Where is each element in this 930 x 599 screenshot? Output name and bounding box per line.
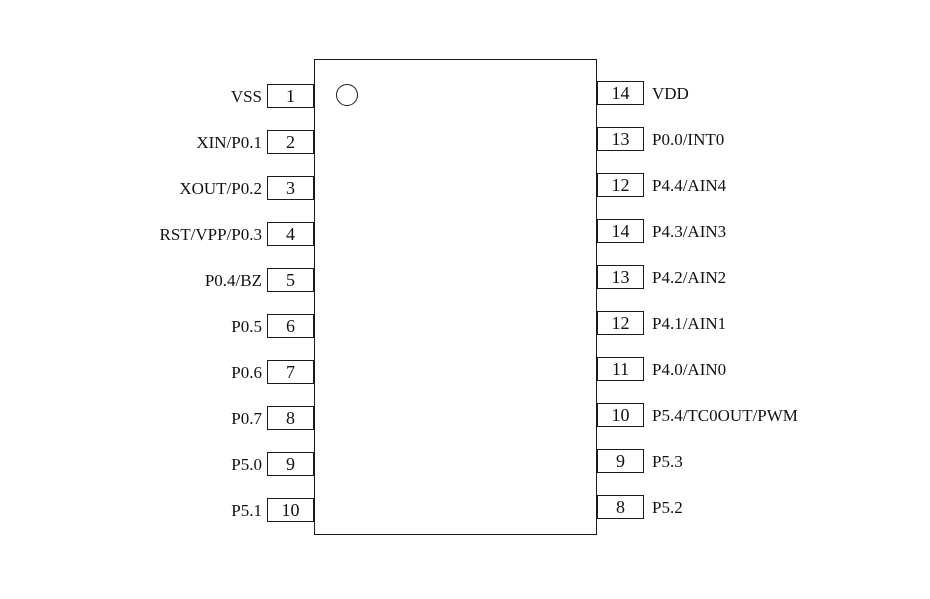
pin-number-box: 8: [267, 406, 314, 430]
pin-number-box: 12: [597, 173, 644, 197]
pin-label: P4.4/AIN4: [652, 175, 727, 195]
pin-number-box: 4: [267, 222, 314, 246]
pin-label: XOUT/P0.2: [179, 178, 262, 198]
pin-label: P5.1: [231, 500, 262, 520]
pin-number-box: 9: [597, 449, 644, 473]
pin1-indicator-icon: [336, 84, 358, 106]
pin-label: XIN/P0.1: [196, 132, 262, 152]
pin-number: 14: [611, 221, 630, 241]
pin-number-box: 9: [267, 452, 314, 476]
pin-row-right-4: 14 P4.3/AIN3: [597, 219, 726, 243]
pin-number: 14: [611, 83, 630, 103]
pin-row-left-8: P0.7 8: [0, 406, 314, 430]
pin-number: 8: [286, 408, 295, 428]
pin-label: P4.0/AIN0: [652, 359, 727, 379]
pin-row-left-1: VSS 1: [0, 84, 314, 108]
pin-row-left-5: P0.4/BZ 5: [0, 268, 314, 292]
pin-number: 6: [286, 316, 295, 336]
pin-row-right-1: 14 VDD: [597, 81, 689, 105]
pin-label: P5.3: [652, 451, 683, 471]
pin-number-box: 3: [267, 176, 314, 200]
pin-number-box: 13: [597, 127, 644, 151]
chip-body: [314, 59, 597, 535]
pin-row-right-6: 12 P4.1/AIN1: [597, 311, 726, 335]
pin-number-box: 12: [597, 311, 644, 335]
pin-row-right-5: 13 P4.2/AIN2: [597, 265, 726, 289]
pin-number-box: 2: [267, 130, 314, 154]
pin-label: P4.3/AIN3: [652, 221, 727, 241]
pin-row-right-10: 8 P5.2: [597, 495, 683, 519]
pin-label: P0.4/BZ: [204, 270, 262, 290]
pin-label: P5.2: [652, 497, 683, 517]
pin-number-box: 14: [597, 81, 644, 105]
pin-number-box: 5: [267, 268, 314, 292]
pin-number: 10: [611, 405, 630, 425]
pin-number: 9: [286, 454, 295, 474]
pin-number: 9: [616, 451, 625, 471]
pin-row-right-8: 10 P5.4/TC0OUT/PWM: [597, 403, 798, 427]
pin-row-left-4: RST/VPP/P0.3 4: [0, 222, 314, 246]
pin-row-right-9: 9 P5.3: [597, 449, 683, 473]
pin-number-box: 7: [267, 360, 314, 384]
pin-label: VSS: [230, 86, 262, 106]
pin-row-right-7: 11 P4.0/AIN0: [597, 357, 726, 381]
pin-label: P0.7: [231, 408, 262, 428]
pin-label: RST/VPP/P0.3: [159, 224, 262, 244]
pin-number: 11: [611, 359, 630, 379]
pin-label: P5.4/TC0OUT/PWM: [652, 405, 798, 425]
pin-number: 1: [286, 86, 295, 106]
pin-number-box: 13: [597, 265, 644, 289]
pin-row-left-9: P5.0 9: [0, 452, 314, 476]
pin-row-left-7: P0.6 7: [0, 360, 314, 384]
pin-label: VDD: [652, 83, 689, 103]
pin-label: P4.2/AIN2: [652, 267, 727, 287]
pin-number: 4: [286, 224, 295, 244]
pin-number: 12: [611, 175, 630, 195]
pin-number-box: 1: [267, 84, 314, 108]
pin-number-box: 10: [597, 403, 644, 427]
pin-number: 12: [611, 313, 630, 333]
pin-label: P5.0: [231, 454, 262, 474]
pin-label: P0.0/INT0: [652, 129, 725, 149]
pin-label: P0.5: [231, 316, 262, 336]
pin-row-left-2: XIN/P0.1 2: [0, 130, 314, 154]
pin-row-left-10: P5.1 10: [0, 498, 314, 522]
pin-number-box: 10: [267, 498, 314, 522]
pin-number: 2: [286, 132, 295, 152]
pin-row-right-2: 13 P0.0/INT0: [597, 127, 724, 151]
pin-number-box: 14: [597, 219, 644, 243]
pin-row-left-6: P0.5 6: [0, 314, 314, 338]
pin-row-left-3: XOUT/P0.2 3: [0, 176, 314, 200]
pin-number: 13: [611, 129, 630, 149]
pin-number-box: 6: [267, 314, 314, 338]
pin-number: 7: [286, 362, 295, 382]
pin-number: 10: [281, 500, 300, 520]
pin-number-box: 8: [597, 495, 644, 519]
pin-number: 3: [286, 178, 295, 198]
pin-row-right-3: 12 P4.4/AIN4: [597, 173, 726, 197]
pin-number: 13: [611, 267, 630, 287]
pin-number: 8: [616, 497, 625, 517]
pin-number: 5: [286, 270, 295, 290]
pin-label: P0.6: [231, 362, 262, 382]
pin-label: P4.1/AIN1: [652, 313, 727, 333]
pin-number-box: 11: [597, 357, 644, 381]
